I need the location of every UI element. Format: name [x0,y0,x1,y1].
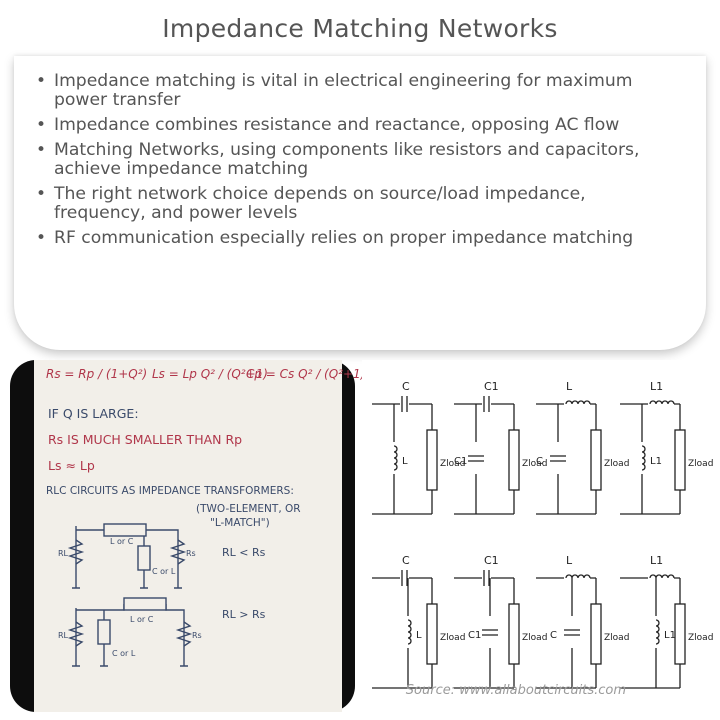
series-element-label: C1 [484,380,499,393]
notes-paper: Rs = Rp / (1+Q²) Ls = Lp Q² / (Q²+1) Cp … [34,360,365,712]
shunt-element-label: L1 [650,456,662,467]
bullet-dot-icon: • [36,184,47,204]
load-label: Zload [604,459,629,469]
lbl-lorc-2: L or C [130,615,154,624]
handwritten-notes-image: Rs = Rp / (1+Q²) Ls = Lp Q² / (Q²+1) Cp … [10,360,365,712]
capacitor-icon [483,396,490,412]
inductor-icon [649,400,675,405]
shunt-element-label: L [416,630,422,641]
inductor-icon [407,619,412,645]
lmatch-circuit-2 [67,597,193,667]
bullet-dot-icon: • [36,71,47,91]
bullet-text: Matching Networks, using components like… [54,140,640,179]
eq-ls: Ls = Lp Q² / (Q²+1) [152,367,268,381]
bullet-text: The right network choice depends on sour… [54,184,586,223]
lmatch-circuit-1 [67,523,187,589]
gap [400,569,409,587]
load-label: Zload [688,459,713,469]
source-credit: Source: www.allaboutcircuits.com [405,683,626,698]
shunt-element-label: C [550,630,557,641]
load-label: Zload [604,633,629,643]
series-element-label: C [402,380,410,393]
gap [482,569,491,587]
load-label: Zload [688,633,713,643]
cond-1: RL < Rs [222,546,266,559]
inductor-icon [641,445,646,471]
series-element-label: L [566,380,573,393]
lbl-rl-2: RL [58,631,69,640]
note-line-2: Rs IS MUCH SMALLER THAN Rp [48,432,242,447]
bullet-item: • Impedance combines resistance and react… [34,116,676,135]
lbl-lorc-1: L or C [110,537,134,546]
lbl-corl-2: C or L [112,649,136,658]
load-resistor-icon [674,429,686,491]
load-resistor-icon [674,603,686,665]
shunt-element-label: L [402,456,408,467]
load-label: Zload [440,633,465,643]
bullet-item: • Impedance matching is vital in electric… [34,72,676,110]
capacitor-icon [483,570,490,586]
note-line-3: Ls ≈ Lp [48,458,95,473]
note-line-5: (TWO-ELEMENT, OR [196,503,301,515]
shunt-element-label: L1 [664,630,676,641]
shunt-element-label: C1 [468,630,481,641]
note-line-4: RLC CIRCUITS AS IMPEDANCE TRANSFORMERS: [46,485,294,497]
note-line-1: IF Q IS LARGE: [48,406,139,421]
series-element-label: C [402,554,410,567]
capacitor-icon [482,629,498,636]
load-label: Zload [522,633,547,643]
load-resistor-icon [590,429,602,491]
load-resistor-icon [508,429,520,491]
load-label: Zload [522,459,547,469]
bullet-text: Impedance matching is vital in electrica… [54,71,633,110]
capacitor-icon [564,629,580,636]
bullet-item: • RF communication especially relies on p… [34,229,676,248]
shunt-element-label: C [536,456,543,467]
capacitor-icon [468,455,484,462]
bullet-list: • Impedance matching is vital in electric… [14,56,706,248]
bullet-item: • Matching Networks, using components lik… [34,141,676,179]
load-label: Zload [440,459,465,469]
lbl-rs-1: Rs [186,549,196,558]
bullet-card: • Impedance matching is vital in electric… [14,56,706,350]
series-element-label: L1 [650,380,663,393]
shunt-element-label: C1 [454,456,467,467]
bullet-text: RF communication especially relies on pr… [54,228,634,248]
inductor-icon [655,619,660,645]
rail-line [372,577,432,689]
capacitor-icon [550,455,566,462]
cond-2: RL > Rs [222,608,266,621]
inductor-icon [565,574,591,579]
inductor-icon [393,445,398,471]
bullet-dot-icon: • [36,228,47,248]
capacitor-icon [401,570,408,586]
note-line-6: "L-MATCH") [210,517,270,529]
load-resistor-icon [426,429,438,491]
bullet-dot-icon: • [36,115,47,135]
eq-rs: Rs = Rp / (1+Q²) [46,367,147,381]
notes-drawing: Rs = Rp / (1+Q²) Ls = Lp Q² / (Q²+1) Cp … [46,367,365,667]
gap [400,395,409,413]
gap [482,395,491,413]
lbl-rs-2: Rs [192,631,202,640]
bullet-item: • The right network choice depends on sou… [34,185,676,223]
load-resistor-icon [590,603,602,665]
series-element-label: C1 [484,554,499,567]
lbl-corl-1: C or L [152,567,176,576]
series-element-label: L [566,554,573,567]
load-resistor-icon [426,603,438,665]
page-title: Impedance Matching Networks [162,14,558,43]
inductor-icon [649,574,675,579]
inductor-icon [565,400,591,405]
series-element-label: L1 [650,554,663,567]
bullet-text: Impedance combines resistance and reacta… [54,115,620,135]
eq-cp: Cp = Cs Q² / (Q²+1) [246,367,365,381]
capacitor-icon [401,396,408,412]
load-resistor-icon [508,603,520,665]
bullet-dot-icon: • [36,140,47,160]
lbl-rl-1: RL [58,549,69,558]
